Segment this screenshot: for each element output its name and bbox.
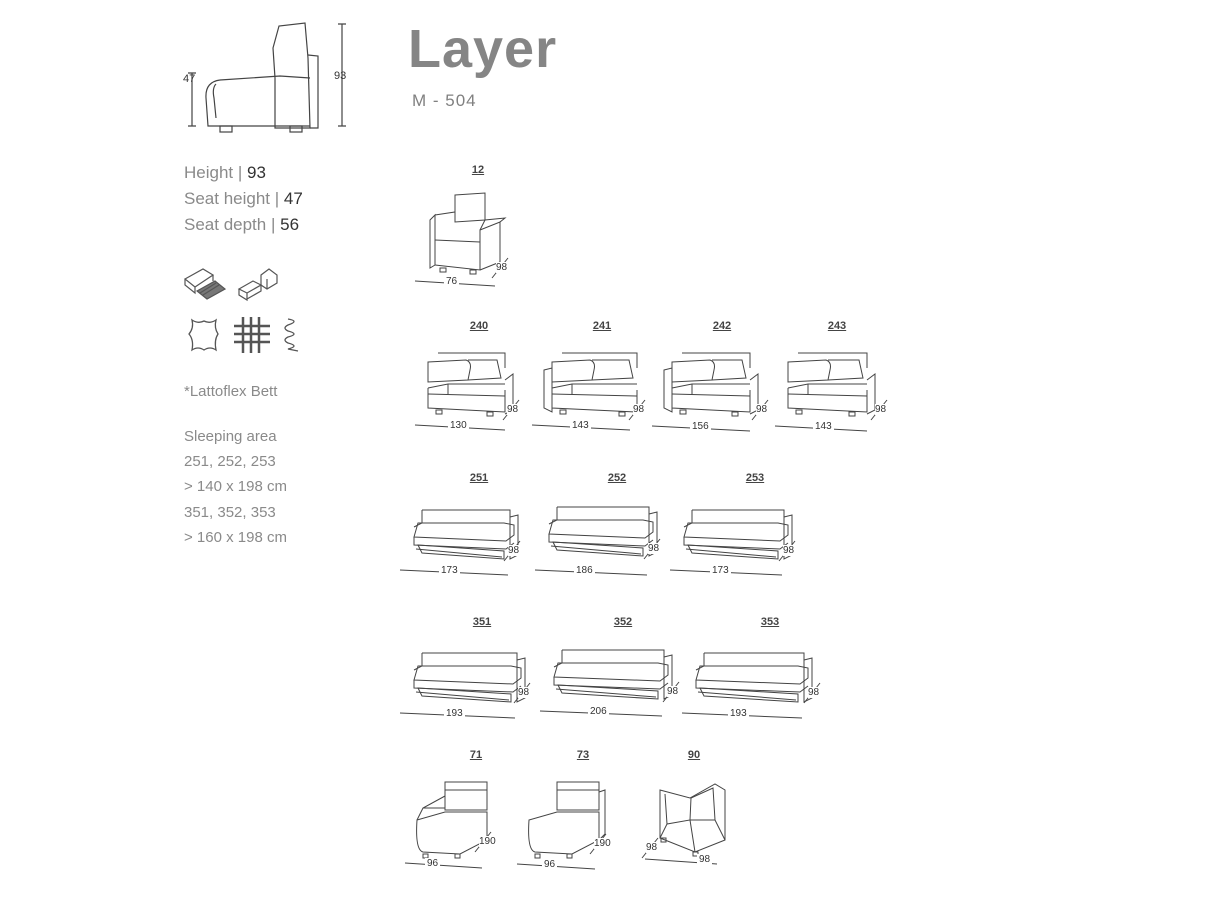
module-drawing-243 xyxy=(787,352,876,417)
module-code-240: 240 xyxy=(469,320,489,332)
module-drawing-351 xyxy=(413,652,526,703)
module-drawing-252 xyxy=(548,506,658,557)
module-width: 173 xyxy=(710,565,731,576)
lattoflex-note: *Lattoflex Bett xyxy=(184,383,278,400)
module-drawing-241 xyxy=(543,352,638,417)
spec-value: 93 xyxy=(247,163,266,182)
module-width: 143 xyxy=(813,421,834,432)
module-width: 143 xyxy=(570,420,591,431)
module-depth: 98 xyxy=(875,404,887,415)
sofa-bed-icon xyxy=(183,268,227,300)
spec-value: 56 xyxy=(280,215,300,234)
module-drawing-353 xyxy=(695,652,813,703)
module-code-241: 241 xyxy=(592,320,612,332)
module-code-353: 353 xyxy=(760,616,780,628)
module-width: 186 xyxy=(574,565,595,576)
sleeping-area-line: > 140 x 198 cm xyxy=(184,478,287,495)
module-depth: 190 xyxy=(479,836,496,847)
module-code-352: 352 xyxy=(613,616,633,628)
spec-label: Seat depth | xyxy=(184,215,281,234)
module-code-90: 90 xyxy=(687,749,701,761)
module-drawing-251 xyxy=(413,509,519,560)
module-code-242: 242 xyxy=(712,320,732,332)
module-depth: 98 xyxy=(783,545,795,556)
spec-value: 47 xyxy=(283,189,303,208)
module-drawing-90 xyxy=(659,783,726,857)
product-title: Layer xyxy=(408,19,558,79)
module-code-253: 253 xyxy=(745,472,765,484)
module-width: 130 xyxy=(448,420,469,431)
module-depth: 190 xyxy=(594,838,611,849)
width-dimension-line xyxy=(641,837,718,865)
module-code-73: 73 xyxy=(576,749,590,761)
spec-label: Height | xyxy=(184,163,248,182)
module-depth: 98 xyxy=(648,543,660,554)
module-depth: 98 xyxy=(667,686,679,697)
spec-seat-height: Seat height | 47 xyxy=(184,189,303,209)
sleeping-area-line: 351, 352, 353 xyxy=(184,504,276,521)
module-depth: 98 xyxy=(496,262,508,273)
module-depth: 98 xyxy=(633,404,645,415)
sleeping-area-heading: Sleeping area xyxy=(184,428,277,445)
module-depth: 98 xyxy=(518,687,530,698)
height-dimension: 93 xyxy=(334,70,347,82)
module-width: 76 xyxy=(444,276,460,287)
module-width: 173 xyxy=(439,565,460,576)
module-width: 96 xyxy=(425,858,441,869)
module-drawing-253 xyxy=(683,509,793,560)
module-width: 96 xyxy=(542,859,558,870)
seat-height-dimension: 47 xyxy=(183,73,196,85)
module-code-71: 71 xyxy=(469,749,483,761)
module-width: 156 xyxy=(690,421,711,432)
fabric-grid-icon xyxy=(234,317,270,353)
module-code-252: 252 xyxy=(607,472,627,484)
sleeping-area-line: > 160 x 198 cm xyxy=(184,529,287,546)
spec-height: Height | 93 xyxy=(184,163,266,183)
module-depth: 98 xyxy=(756,404,768,415)
leather-icon xyxy=(188,318,219,352)
module-width: 98 xyxy=(697,854,713,865)
module-depth: 98 xyxy=(646,842,658,853)
module-drawing-242 xyxy=(663,352,759,417)
module-code-251: 251 xyxy=(469,472,489,484)
modular-sofa-icon xyxy=(237,268,278,302)
module-width: 206 xyxy=(588,706,609,717)
spec-seat-depth: Seat depth | 56 xyxy=(184,215,299,235)
module-drawing-73 xyxy=(528,781,606,859)
model-number: M - 504 xyxy=(412,91,477,110)
module-drawing-240 xyxy=(427,352,514,417)
spec-label: Seat height | xyxy=(184,189,284,208)
module-depth: 98 xyxy=(507,404,519,415)
module-width: 193 xyxy=(444,708,465,719)
sleeping-area-line: 251, 252, 253 xyxy=(184,453,276,470)
spring-icon xyxy=(284,318,299,352)
module-code-12: 12 xyxy=(471,164,485,176)
module-depth: 98 xyxy=(508,545,520,556)
module-drawing-352 xyxy=(553,649,673,700)
module-depth: 98 xyxy=(808,687,820,698)
module-code-351: 351 xyxy=(472,616,492,628)
module-drawing-71 xyxy=(416,781,488,859)
side-profile-drawing xyxy=(188,22,346,133)
module-width: 193 xyxy=(728,708,749,719)
module-code-243: 243 xyxy=(827,320,847,332)
